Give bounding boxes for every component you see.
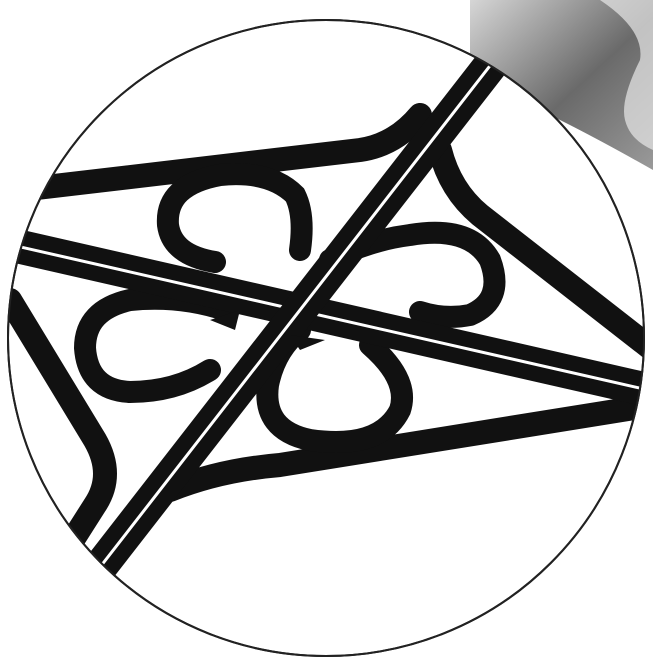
- interchange-illustration: [0, 0, 653, 660]
- interchange-svg: [0, 0, 653, 660]
